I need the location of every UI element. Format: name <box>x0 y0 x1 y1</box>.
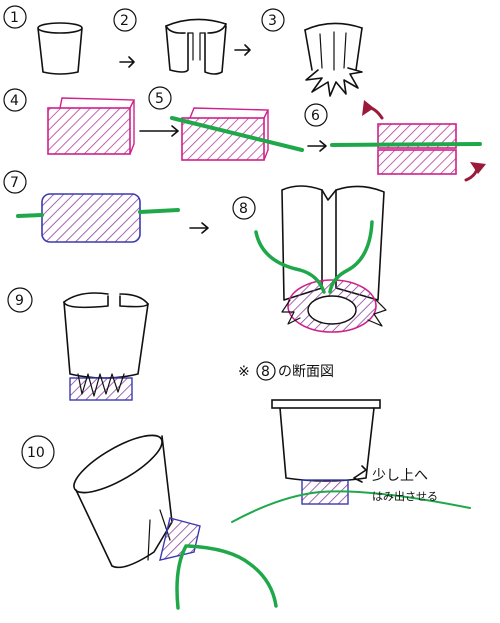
step-9: 9 <box>7 287 149 401</box>
step-5-number: 5 <box>155 91 164 107</box>
lift-note-line1: 少し上へ <box>372 468 428 484</box>
sponge-4 <box>47 97 136 155</box>
step-1-circle <box>3 5 27 29</box>
step-8-number: 8 <box>239 201 248 217</box>
arrow-7-to-8 <box>189 222 209 234</box>
cup-10-tilted <box>73 434 278 610</box>
cross-section-prefix: ※ <box>238 364 250 380</box>
step-1-number: 1 <box>10 10 19 26</box>
cup-1 <box>37 22 83 75</box>
step-3-number: 3 <box>268 13 277 29</box>
plant-stem-8-left <box>254 230 326 294</box>
step-2: 2 <box>113 8 227 75</box>
arrow-5-to-6 <box>307 140 327 152</box>
sponge-5-with-stem <box>170 107 304 161</box>
step-4: 4 <box>3 88 136 155</box>
cup-2-slit <box>165 18 227 75</box>
plant-stem-6 <box>330 142 482 147</box>
step-10-number: 10 <box>27 445 45 461</box>
step-6-number: 6 <box>311 108 320 124</box>
step-2-circle <box>113 8 137 32</box>
arrow-2-to-3 <box>234 44 251 56</box>
plant-stem-7 <box>16 208 180 218</box>
step-4-number: 4 <box>10 93 19 109</box>
cup-9-with-sponge <box>63 292 149 401</box>
plant-stem-8-right <box>328 220 374 294</box>
step-10: 10 少し上へ はみ出させる <box>21 399 471 610</box>
step-9-number: 9 <box>15 293 24 309</box>
step-6: 6 <box>304 100 486 182</box>
cup-3-cut-bottom <box>304 22 363 97</box>
step-7: 7 <box>3 170 180 243</box>
plant-stem-10 <box>175 544 278 610</box>
step-8: 8 ※ 8 の断面図 <box>232 185 387 381</box>
step-5: 5 <box>148 86 304 161</box>
step-4-circle <box>3 88 27 112</box>
step-2-number: 2 <box>120 13 129 29</box>
sponge-6-folded <box>330 100 486 182</box>
step-3: 3 <box>261 8 363 97</box>
arrow-1-to-2 <box>119 56 135 68</box>
step-9-circle <box>7 287 33 313</box>
cross-section-number-circle <box>256 361 276 381</box>
sponge-7-wrapped <box>16 193 180 243</box>
step-7-number: 7 <box>10 175 19 191</box>
step-6-circle <box>304 103 328 127</box>
cross-section-number: 8 <box>261 364 270 380</box>
soil-line <box>231 490 471 523</box>
plant-stem-5 <box>170 116 304 152</box>
arrow-4-to-5 <box>139 125 179 137</box>
cup-10-soil-view: 少し上へ はみ出させる <box>231 399 471 523</box>
arrow-to-note <box>353 465 367 483</box>
step-7-circle <box>3 170 27 194</box>
lift-note-line2: はみ出させる <box>372 489 438 503</box>
cross-section-label: の断面図 <box>278 364 334 380</box>
cross-section-note: ※ 8 の断面図 <box>238 361 334 381</box>
step-1: 1 <box>3 5 83 75</box>
step-5-circle <box>148 86 172 110</box>
step-3-circle <box>261 8 285 32</box>
step-10-circle <box>21 435 55 469</box>
step-8-circle <box>232 196 256 220</box>
cup-8-cross-section <box>254 185 387 333</box>
